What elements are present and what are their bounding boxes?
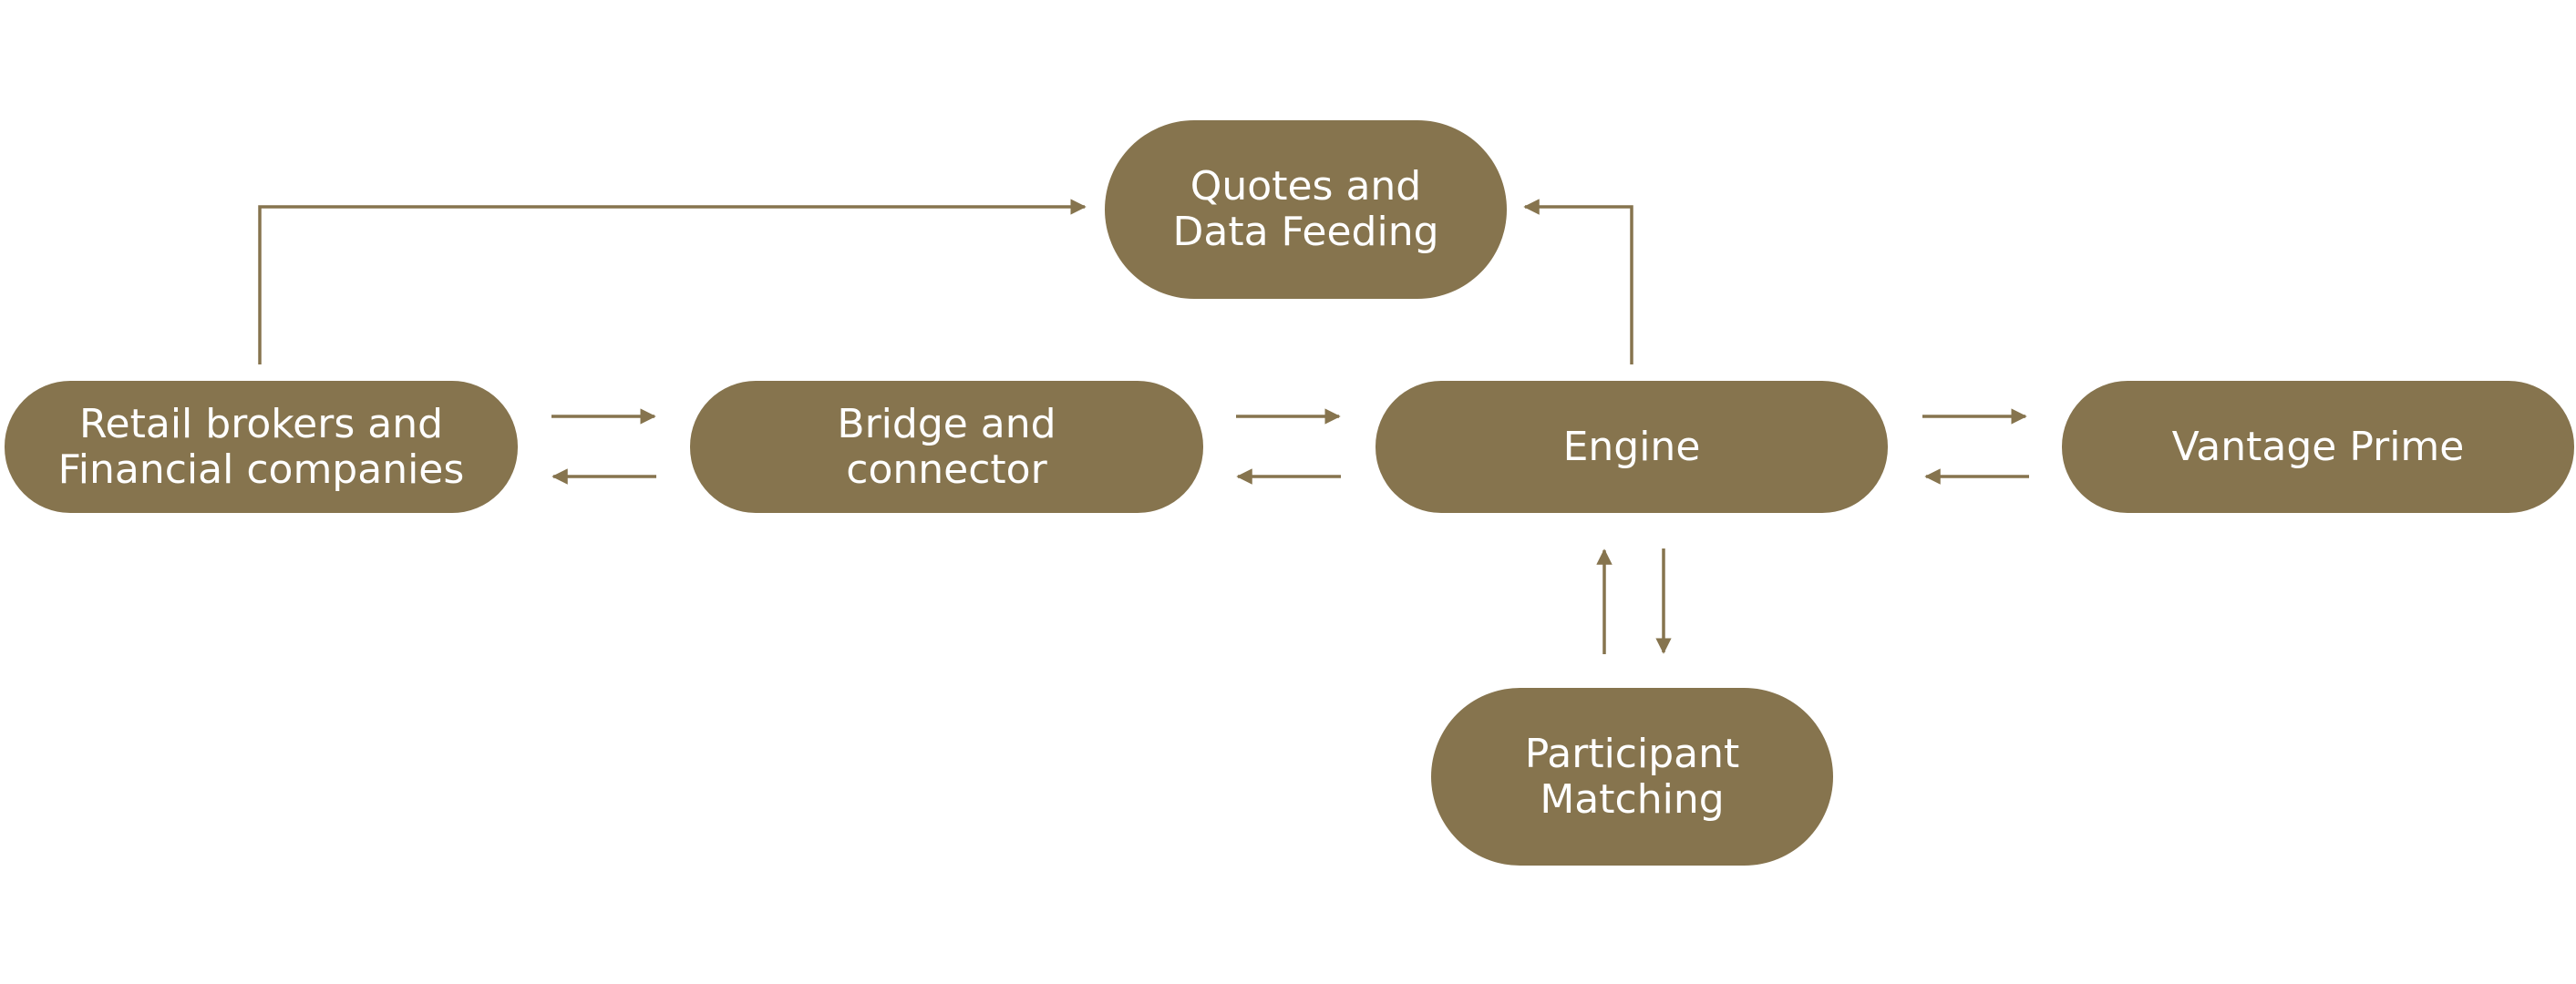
- node-quotes-data-feeding: Quotes and Data Feeding: [1105, 120, 1507, 299]
- edge-engine-to-quotes: [1523, 199, 1633, 364]
- node-quotes-data-feeding-label: Quotes and Data Feeding: [1172, 163, 1439, 255]
- node-vantage-prime: Vantage Prime: [2062, 381, 2574, 513]
- node-participant-matching-label: Participant Matching: [1524, 730, 1740, 823]
- node-vantage-prime-label: Vantage Prime: [2171, 423, 2465, 470]
- node-engine-label: Engine: [1562, 423, 1701, 470]
- node-retail-brokers-label: Retail brokers and Financial companies: [57, 400, 465, 493]
- node-engine: Engine: [1376, 381, 1888, 513]
- node-participant-matching: Participant Matching: [1431, 688, 1833, 866]
- node-retail-brokers: Retail brokers and Financial companies: [5, 381, 518, 513]
- edge-retail-to-quotes: [258, 199, 1087, 364]
- node-bridge-connector-label: Bridge and connector: [837, 400, 1056, 493]
- node-bridge-connector: Bridge and connector: [690, 381, 1203, 513]
